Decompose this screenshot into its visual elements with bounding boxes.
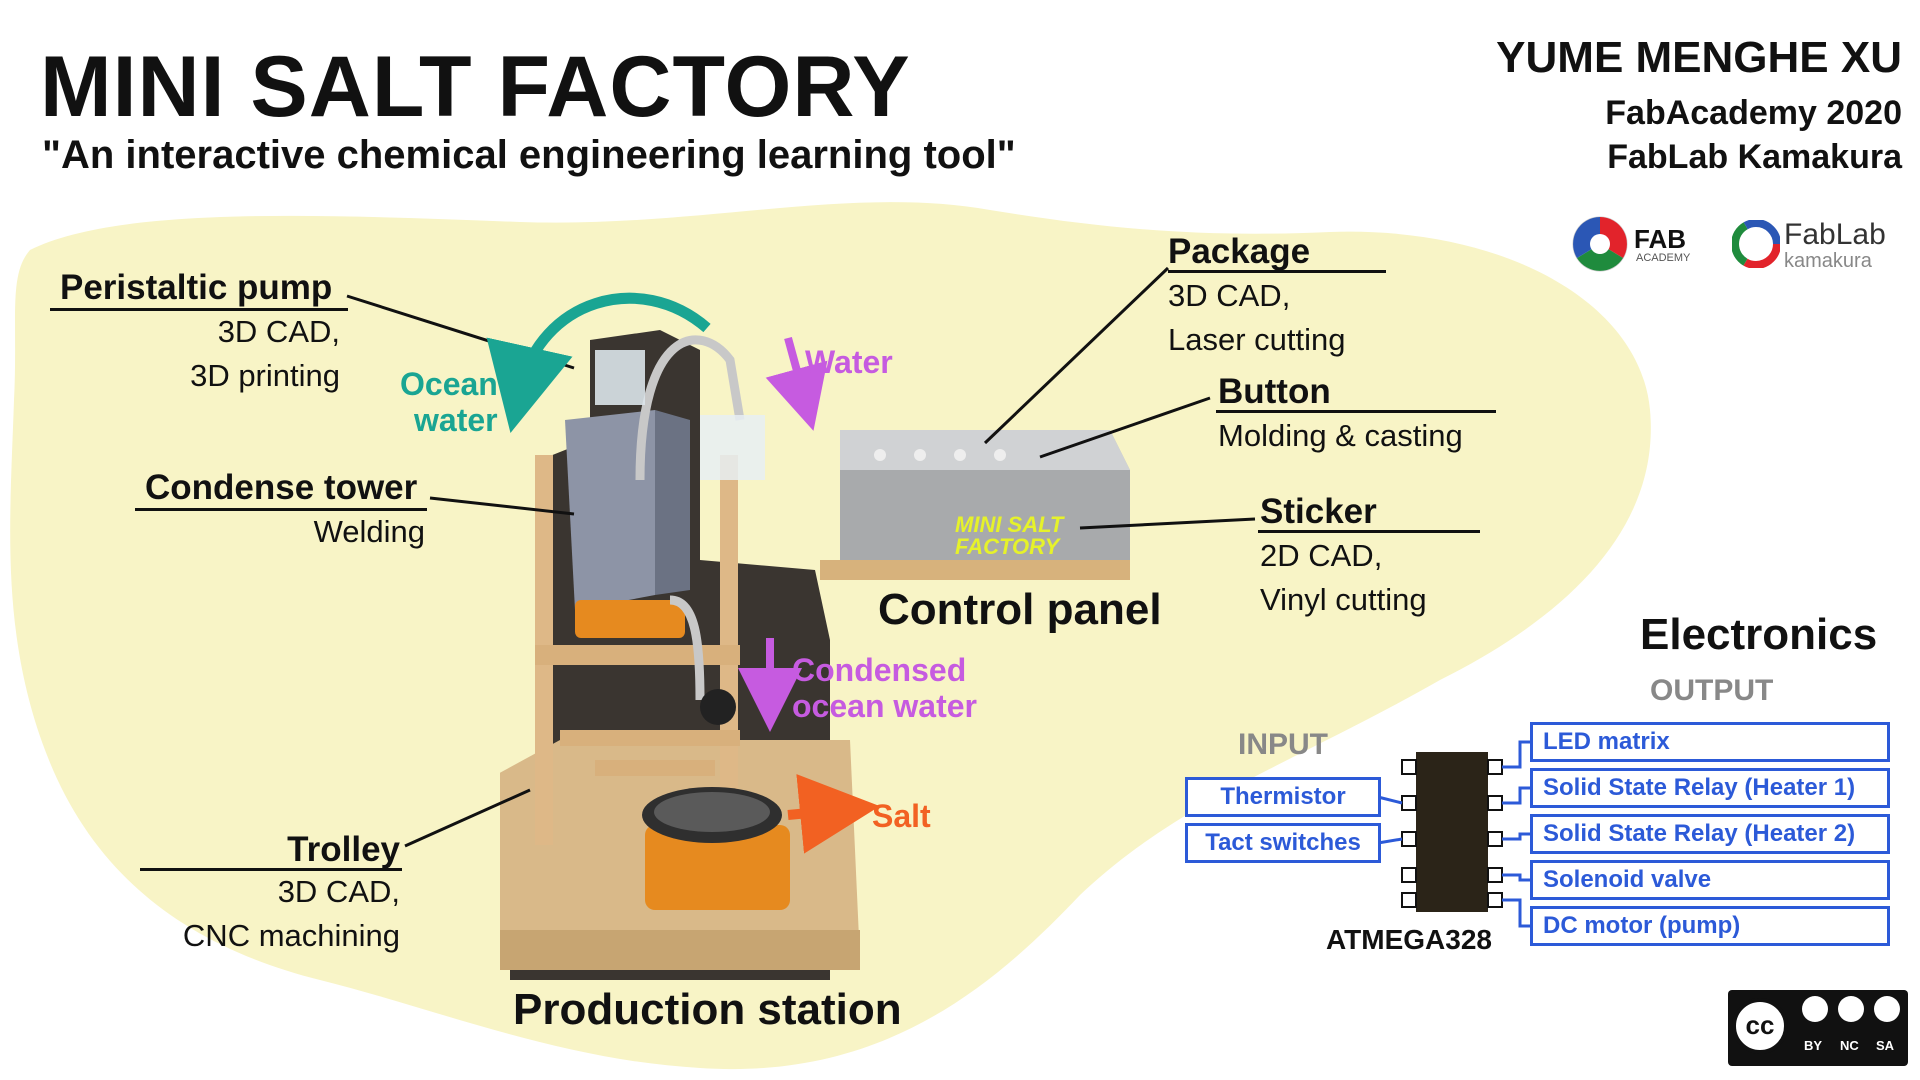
ocean-water-label-line1: Ocean: [400, 366, 498, 402]
sticker-underline: [1258, 530, 1480, 533]
sticker-title: Sticker: [1260, 492, 1377, 531]
input-tact-switches: Tact switches: [1185, 823, 1381, 863]
package-underline: [1168, 270, 1386, 273]
peristaltic-pump-method-1: 3D CAD,: [217, 314, 340, 349]
button-title: Button: [1218, 372, 1331, 411]
cc-by-text: BY: [1804, 1038, 1823, 1053]
output-ssr-heater-1: Solid State Relay (Heater 1): [1530, 768, 1890, 808]
author-name: YUME MENGHE XU: [1496, 33, 1902, 82]
control-panel-photo: [820, 430, 1130, 580]
creative-commons-badge: cc BY NC SA: [1728, 990, 1908, 1066]
condense-tower-method-1: Welding: [313, 514, 425, 549]
water-label: Water: [805, 344, 893, 380]
input-thermistor: Thermistor: [1185, 777, 1381, 817]
sharealike-icon: [1874, 996, 1900, 1022]
page-subtitle: "An interactive chemical engineering lea…: [42, 133, 1016, 177]
sticker-text-line2: FACTORY: [955, 534, 1060, 559]
trolley-method-2: CNC machining: [182, 918, 400, 953]
sticker-method-2: Vinyl cutting: [1260, 582, 1427, 617]
output-dc-motor: DC motor (pump): [1530, 906, 1890, 946]
fablab-logo-text: FabLab: [1784, 218, 1886, 251]
ocean-water-label-line2: water: [414, 402, 498, 438]
output-solenoid-valve: Solenoid valve: [1530, 860, 1890, 900]
condense-tower-underline: [135, 508, 427, 511]
condensed-water-label-line2: ocean water: [792, 688, 977, 724]
package-method-2: Laser cutting: [1168, 322, 1346, 357]
production-station-photo: [500, 330, 860, 980]
fab-academy-logo: [1570, 214, 1630, 274]
trolley-title: Trolley: [287, 830, 400, 869]
fablab-kamakura-logo: [1731, 219, 1781, 269]
button-method-1: Molding & casting: [1218, 418, 1463, 453]
sticker-method-1: 2D CAD,: [1260, 538, 1383, 573]
noncommercial-icon: [1838, 996, 1864, 1022]
package-method-1: 3D CAD,: [1168, 278, 1291, 313]
condense-tower-title: Condense tower: [145, 468, 418, 507]
peristaltic-pump-method-2: 3D printing: [190, 358, 340, 393]
page-title: MINI SALT FACTORY: [40, 39, 911, 135]
attribution-icon: [1802, 996, 1828, 1022]
cc-sa-text: SA: [1876, 1038, 1895, 1053]
input-label: INPUT: [1238, 728, 1328, 761]
trolley-method-1: 3D CAD,: [277, 874, 400, 909]
button-underline: [1216, 410, 1496, 413]
production-station-label: Production station: [513, 985, 902, 1034]
peristaltic-pump-title: Peristaltic pump: [60, 268, 333, 307]
output-led-matrix: LED matrix: [1530, 722, 1890, 762]
cc-nc-text: NC: [1840, 1038, 1859, 1053]
cc-icon: cc: [1732, 998, 1788, 1054]
control-panel-label: Control panel: [878, 585, 1162, 634]
chip-label: ATMEGA328: [1326, 924, 1492, 955]
package-title: Package: [1168, 232, 1311, 271]
program-name: FabAcademy 2020: [1605, 94, 1902, 132]
fab-academy-logo-subtext: ACADEMY: [1636, 252, 1691, 264]
trolley-underline: [140, 868, 402, 871]
condensed-water-label-line1: Condensed: [792, 652, 967, 688]
fab-academy-logo-text: FAB: [1634, 224, 1686, 254]
electronics-wiring: [1377, 740, 1530, 928]
lab-name: FabLab Kamakura: [1607, 138, 1902, 176]
electronics-label: Electronics: [1640, 610, 1878, 659]
sticker-text-line1: MINI SALT: [955, 512, 1064, 537]
output-ssr-heater-2: Solid State Relay (Heater 2): [1530, 814, 1890, 854]
fablab-logo-subtext: kamakura: [1784, 250, 1872, 272]
output-label: OUTPUT: [1650, 674, 1774, 707]
peristaltic-pump-underline: [50, 308, 348, 311]
salt-label: Salt: [872, 798, 931, 834]
